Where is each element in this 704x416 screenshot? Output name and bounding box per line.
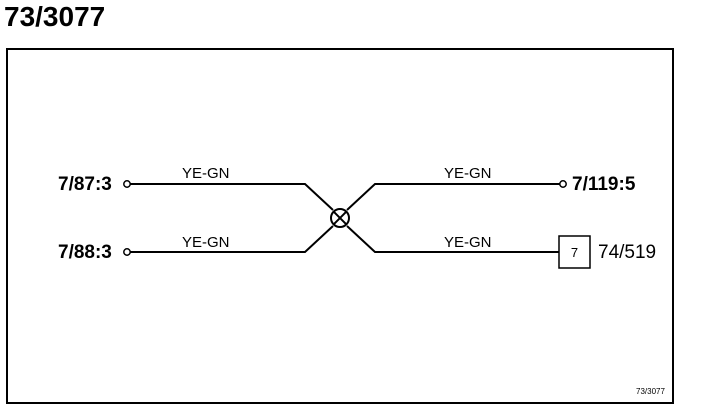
connector-terminal-left-bottom xyxy=(123,248,131,256)
wire-left-bottom xyxy=(130,225,334,253)
wire-label-right-top: YE-GN xyxy=(444,165,492,182)
wire-right-bottom xyxy=(346,225,559,253)
connector-label-left-bottom: 7/88:3 xyxy=(58,242,112,263)
connector-terminal-right-top xyxy=(559,180,567,188)
diagram-frame xyxy=(6,48,674,404)
wire-label-left-top: YE-GN xyxy=(182,165,230,182)
wire-label-left-bottom: YE-GN xyxy=(182,234,230,251)
connector-label-right-top: 7/119:5 xyxy=(572,174,636,195)
component-pin-label: 7 xyxy=(571,245,578,260)
splice-icon xyxy=(330,208,350,228)
connector-label-left-top: 7/87:3 xyxy=(58,174,112,195)
diagram-reference: 73/3077 xyxy=(636,387,665,396)
page-title: 73/3077 xyxy=(4,1,106,32)
wire-label-right-bottom: YE-GN xyxy=(444,234,492,251)
wire-right-top xyxy=(346,183,560,211)
connector-terminal-left-top xyxy=(123,180,131,188)
wire-left-top xyxy=(130,183,334,211)
component-label: 74/519 xyxy=(598,242,656,263)
component-pin-box xyxy=(558,235,591,269)
